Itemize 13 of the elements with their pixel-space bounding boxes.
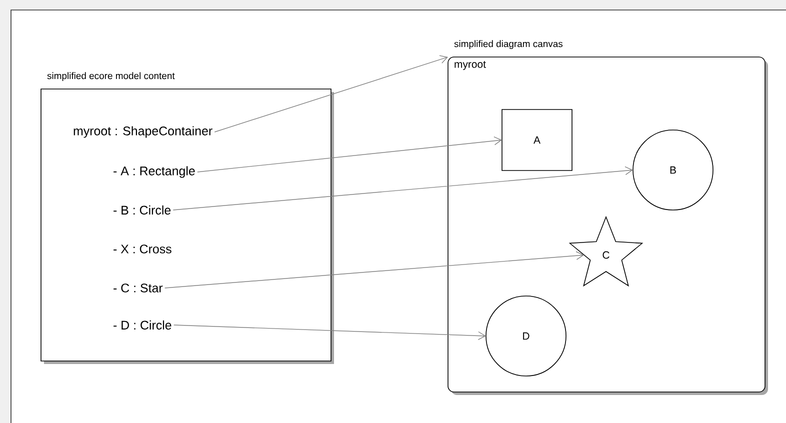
arrow [214,55,448,132]
node-label: simplified diagram canvas [454,40,563,50]
arrow [172,166,633,210]
model-item: - D : Circle [114,320,172,330]
model-item: - X : Cross [114,244,172,254]
model-item: myroot : ShapeContainer [74,126,212,138]
model-item: - C : Star [114,284,163,292]
node-label: simplified ecore model content [47,72,175,82]
arrow [164,251,584,288]
arrow [173,324,486,340]
arrow [197,136,502,172]
model-item: - A : Rectangle [114,166,195,178]
model-item: - B : Circle [114,205,171,215]
